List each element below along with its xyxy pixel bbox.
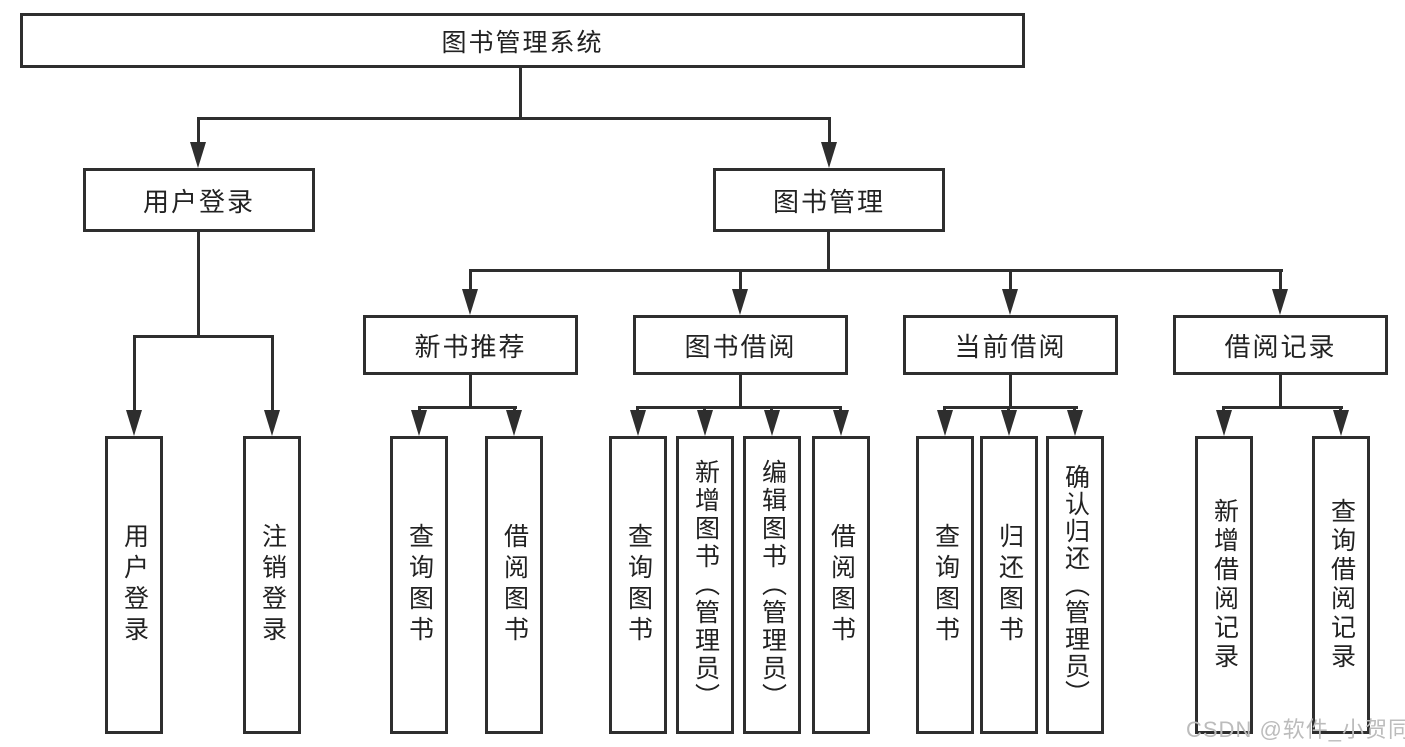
connector-stem (739, 375, 742, 408)
leaf-borrow-books-borrowing: 借阅图书 (812, 436, 870, 734)
connector-stem (1009, 375, 1012, 408)
arrow-down-icon (126, 410, 142, 436)
arrow-down-icon (1067, 410, 1083, 436)
arrow-down-icon (1272, 289, 1288, 315)
node-new-book-recommendation: 新书推荐 (363, 315, 578, 375)
leaf-borrow-books-recommend: 借阅图书 (485, 436, 543, 734)
arrow-down-icon (506, 410, 522, 436)
connector-stem (1279, 375, 1282, 408)
leaf-label: 查询图书 (405, 523, 434, 647)
leaf-label: 用户登录 (120, 523, 149, 647)
node-current-borrowing: 当前借阅 (903, 315, 1118, 375)
node-label: 新书推荐 (414, 331, 527, 362)
leaf-label: 注销登录 (258, 523, 287, 647)
arrow-down-icon (732, 289, 748, 315)
leaf-return-books: 归还图书 (980, 436, 1038, 734)
leaf-label: 借阅图书 (500, 523, 529, 647)
node-label: 图书管理系统 (441, 28, 604, 57)
connector-drop-level3 (1009, 269, 1012, 293)
node-library-management-system: 图书管理系统 (20, 13, 1025, 68)
arrow-down-icon (264, 410, 280, 436)
node-borrowing-records: 借阅记录 (1173, 315, 1388, 375)
connector-root-stem (519, 68, 522, 117)
node-label: 借阅记录 (1224, 331, 1337, 362)
connector-drop-leaf (133, 335, 136, 412)
arrow-down-icon (821, 142, 837, 168)
arrow-down-icon (697, 410, 713, 436)
leaf-label: 编辑图书（管理员） (758, 459, 787, 711)
connector-user-login-bar (133, 335, 274, 338)
connector-level3-bar (469, 269, 1283, 272)
leaf-label: 新增图书（管理员） (691, 459, 720, 711)
arrow-down-icon (411, 410, 427, 436)
arrow-down-icon (1001, 410, 1017, 436)
connector-drop-book-management (828, 117, 831, 146)
connector-drop-level3 (1279, 269, 1282, 293)
leaf-query-borrow-record: 查询借阅记录 (1312, 436, 1370, 734)
leaf-label: 查询借阅记录 (1327, 498, 1356, 672)
node-label: 用户登录 (142, 186, 255, 217)
arrow-down-icon (833, 410, 849, 436)
arrow-down-icon (1002, 289, 1018, 315)
watermark-text: CSDN @软件_小贺同学 (1186, 717, 1405, 742)
connector-bar (636, 406, 842, 409)
arrow-down-icon (190, 142, 206, 168)
arrow-down-icon (1216, 410, 1232, 436)
leaf-edit-books-admin: 编辑图书（管理员） (743, 436, 801, 734)
connector-bar (943, 406, 1078, 409)
leaf-confirm-return-admin: 确认归还（管理员） (1046, 436, 1104, 734)
connector-stem (469, 375, 472, 408)
node-label: 图书管理 (772, 186, 885, 217)
connector-drop-user-login (197, 117, 200, 146)
node-book-borrowing: 图书借阅 (633, 315, 848, 375)
connector-bar (418, 406, 517, 409)
leaf-label: 确认归还（管理员） (1061, 463, 1090, 707)
connector-drop-level3 (469, 269, 472, 293)
leaf-label: 归还图书 (995, 523, 1024, 647)
connector-level2-bar (197, 117, 831, 120)
node-label: 当前借阅 (954, 331, 1067, 362)
leaf-add-borrow-record: 新增借阅记录 (1195, 436, 1253, 734)
connector-bar (1222, 406, 1343, 409)
leaf-query-books-current: 查询图书 (916, 436, 974, 734)
connector-book-management-stem (827, 232, 830, 270)
leaf-query-books-recommend: 查询图书 (390, 436, 448, 734)
arrow-down-icon (462, 289, 478, 315)
arrow-down-icon (764, 410, 780, 436)
connector-drop-level3 (739, 269, 742, 293)
arrow-down-icon (937, 410, 953, 436)
node-label: 图书借阅 (684, 331, 797, 362)
arrow-down-icon (630, 410, 646, 436)
leaf-add-books-admin: 新增图书（管理员） (676, 436, 734, 734)
arrow-down-icon (1333, 410, 1349, 436)
connector-drop-leaf (271, 335, 274, 412)
leaf-label: 查询图书 (931, 523, 960, 647)
leaf-user-login: 用户登录 (105, 436, 163, 734)
leaf-label: 新增借阅记录 (1210, 498, 1239, 672)
leaf-logout: 注销登录 (243, 436, 301, 734)
connector-user-login-stem (197, 232, 200, 336)
node-user-login: 用户登录 (83, 168, 315, 232)
leaf-query-books-borrowing: 查询图书 (609, 436, 667, 734)
leaf-label: 借阅图书 (827, 523, 856, 647)
node-book-management: 图书管理 (713, 168, 945, 232)
leaf-label: 查询图书 (624, 523, 653, 647)
